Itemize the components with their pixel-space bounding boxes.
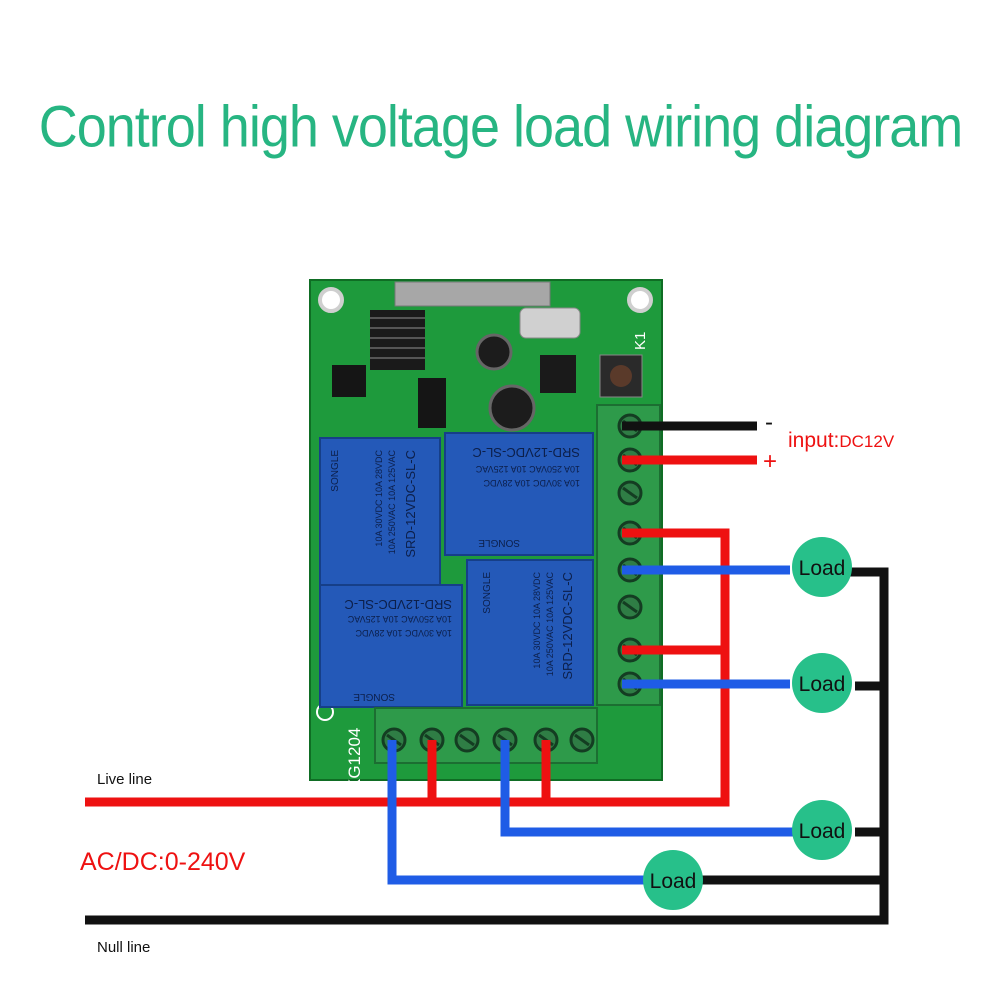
mount-hole-tr (627, 287, 653, 313)
rf-module (394, 281, 551, 307)
load-label: Load (799, 820, 846, 843)
load-1: Load (792, 537, 852, 597)
live-line-label: Live line (97, 771, 152, 788)
load-label: Load (650, 870, 697, 893)
relay-4-brand: SONGLE (482, 572, 493, 614)
regulator (540, 355, 576, 393)
relay-4-rating-1: 10A 250VAC 10A 125VAC (545, 572, 555, 677)
load-label: Load (799, 557, 846, 580)
crystal (519, 307, 581, 339)
bottom-terminal-block (374, 707, 598, 764)
right-terminal-screw-6 (617, 594, 643, 620)
capacitor-1 (475, 333, 513, 371)
live-line-wire (85, 528, 730, 807)
relay-1-model: SRD-12VDC-SL-C (403, 450, 418, 558)
load-4: Load (643, 850, 703, 910)
relay-2: SRD-12VDC-SL-C 10A 250VAC 10A 125VAC 10A… (444, 432, 594, 556)
load-2: Load (792, 653, 852, 713)
k1-label: K1 (632, 332, 649, 350)
input-label: input:DC12V (788, 429, 895, 452)
relay-2-rating-1: 10A 250VAC 10A 125VAC (475, 464, 580, 474)
voltage-label: AC/DC:0-240V (80, 848, 246, 876)
bottom-terminal-screw-6 (569, 727, 595, 753)
relay-2-brand: SONGLE (478, 537, 520, 548)
pair-button-cap (610, 365, 632, 387)
bottom-terminal-screw-3 (454, 727, 480, 753)
capacitor-2 (488, 384, 536, 432)
relay-1-brand: SONGLE (330, 450, 341, 492)
relay-1: SRD-12VDC-SL-C 10A 250VAC 10A 125VAC 10A… (319, 437, 441, 587)
relay-4-model: SRD-12VDC-SL-C (560, 572, 575, 680)
relay-1-rating-2: 10A 30VDC 10A 28VDC (374, 450, 384, 547)
ic-chip-2 (418, 378, 446, 428)
relay-2-model: SRD-12VDC-SL-C (472, 445, 580, 460)
page-title: Control high voltage load wiring diagram (38, 94, 964, 160)
ic-chip-1 (332, 365, 366, 397)
relay-4: SRD-12VDC-SL-C 10A 250VAC 10A 125VAC 10A… (466, 559, 594, 706)
mount-hole-tl (318, 287, 344, 313)
relay-1-rating-1: 10A 250VAC 10A 125VAC (387, 450, 397, 555)
right-terminal-screw-3 (617, 480, 643, 506)
relay-4-rating-2: 10A 30VDC 10A 28VDC (532, 572, 542, 669)
relay-3-rating-1: 10A 250VAC 10A 125VAC (347, 614, 452, 624)
null-line-label: Null line (97, 939, 150, 956)
antenna-coil (370, 310, 425, 370)
load-wire-4 (387, 740, 650, 885)
model-label: KG1204 (345, 728, 364, 790)
null-line-wire (85, 567, 889, 925)
load-wire-3 (500, 740, 795, 837)
relay-3: SRD-12VDC-SL-C 10A 250VAC 10A 125VAC 10A… (319, 584, 463, 708)
load-3: Load (792, 800, 852, 860)
relay-board: K1 KG1204 SRD-12VDC-SL-C 10A 250VAC 10A … (309, 279, 663, 790)
minus-sign: - (765, 409, 773, 436)
relay-3-model: SRD-12VDC-SL-C (344, 597, 452, 612)
plus-sign: + (763, 448, 777, 475)
load-label: Load (799, 673, 846, 696)
relay-3-brand: SONGLE (353, 691, 395, 702)
relay-3-rating-2: 10A 30VDC 10A 28VDC (355, 628, 452, 638)
relay-2-rating-2: 10A 30VDC 10A 28VDC (483, 478, 580, 488)
